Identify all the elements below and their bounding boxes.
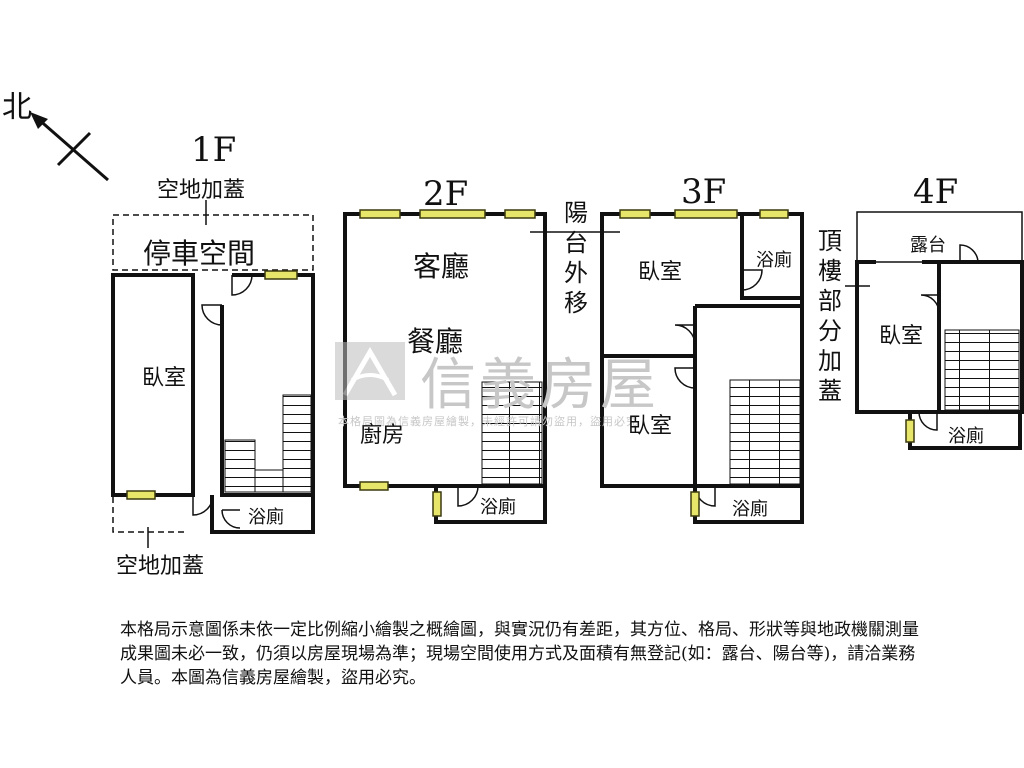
floor-1f-bath-label: 浴廁 <box>248 507 284 528</box>
floor-3f-title: 3F <box>681 172 727 212</box>
floor-1f-title: 1F <box>191 130 237 170</box>
floor-3f-bath-label: 浴廁 <box>732 499 768 520</box>
watermark-subtitle: 本格局圖為信義房屋繪製，未經許可請勿盜用，盜用必究 <box>338 415 638 428</box>
floor-2f-bath-label: 浴廁 <box>480 497 516 518</box>
floor-1f-plan <box>111 200 315 548</box>
floor-2f-living-label: 客廳 <box>413 250 470 283</box>
floor-2f-dining-label: 餐廳 <box>407 325 464 358</box>
floor-3f-bedroom1-label: 臥室 <box>638 260 683 285</box>
floor-4f-title: 4F <box>913 172 959 212</box>
floor-1f-parking-label: 停車空間 <box>143 237 256 270</box>
north-arrow-icon <box>30 112 109 182</box>
floor-2f-balcony-note: 陽台外移 <box>564 199 588 317</box>
floor-3f-bath-top-label: 浴廁 <box>756 250 792 271</box>
floor-4f-plan <box>845 211 1024 450</box>
floor-3f-plan <box>600 209 804 524</box>
compass-label: 北 <box>2 90 32 125</box>
floor-4f-roof-note: 頂樓部分加蓋 <box>818 227 842 405</box>
floor-4f-bedroom-label: 臥室 <box>879 324 924 349</box>
watermark-logo-icon <box>335 342 405 400</box>
floor-1f-bedroom-label: 臥室 <box>142 366 187 391</box>
disclaimer-text: 本格局示意圖係未依一定比例縮小繪製之概繪圖，與實況仍有差距，其方位、格局、形狀等… <box>120 620 919 688</box>
floor-4f-terrace-label: 露台 <box>910 235 946 256</box>
floor-2f-title: 2F <box>423 174 469 214</box>
floor-3f-bedroom2-label: 臥室 <box>628 414 673 439</box>
floor-2f-kitchen-label: 廚房 <box>360 423 405 448</box>
floor-1f-note-top: 空地加蓋 <box>157 178 246 203</box>
floor-4f-bath-label: 浴廁 <box>948 426 984 447</box>
floor-1f-note-bottom: 空地加蓋 <box>116 554 205 579</box>
watermark-brand: 信義房屋 <box>420 353 660 418</box>
